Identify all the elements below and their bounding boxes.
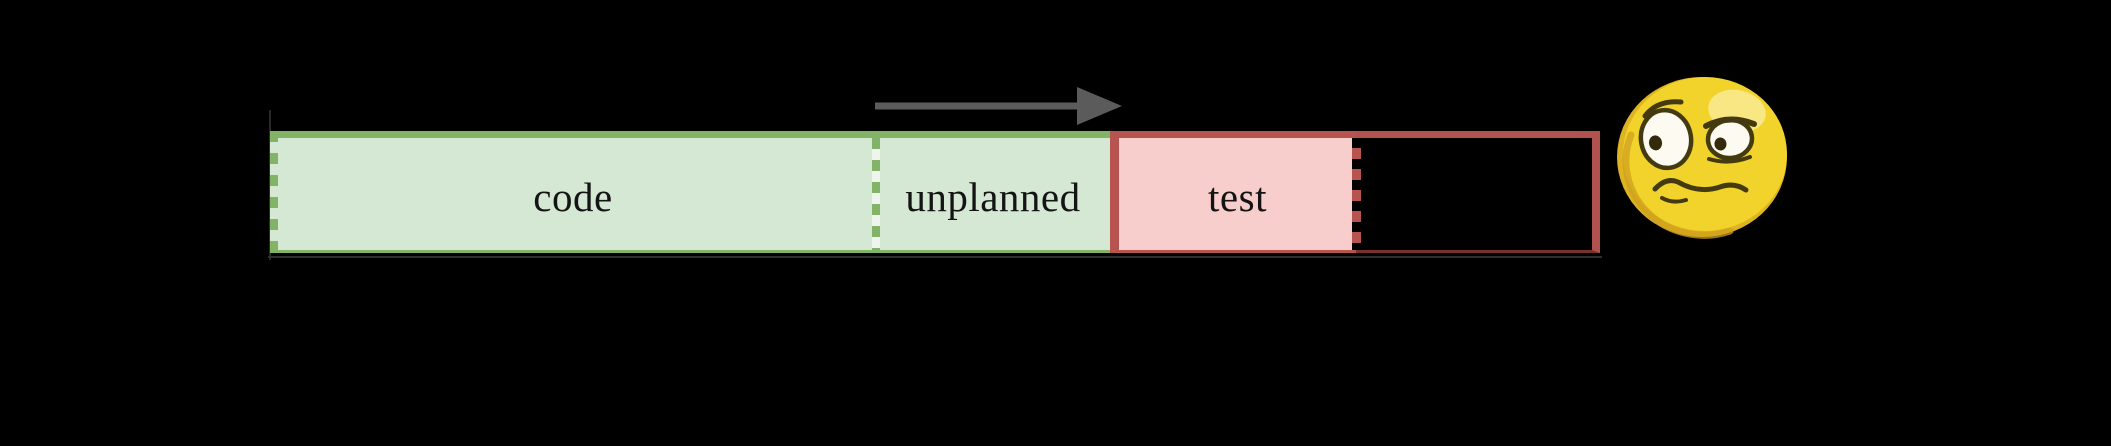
segment-code-dashed-left-edge: [270, 131, 278, 253]
segment-unplanned: unplanned: [876, 131, 1110, 253]
segment-unplanned-label: unplanned: [905, 173, 1081, 220]
segment-code-label: code: [533, 173, 613, 220]
right-eyebrow: [1703, 116, 1757, 129]
test-overrun-dashed-divider: [1352, 138, 1361, 250]
left-eye: [1638, 107, 1694, 171]
segment-test: test: [1110, 131, 1356, 253]
segment-code: code: [270, 131, 876, 253]
code-unplanned-divider: [872, 138, 880, 250]
left-eyebrow: [1642, 99, 1684, 119]
segment-overrun: [1356, 131, 1600, 253]
timeline-baseline: [268, 256, 1602, 258]
slip-arrow-icon: [875, 87, 1122, 125]
mouth: [1652, 178, 1749, 193]
segment-test-label: test: [1208, 173, 1267, 220]
worried-face-emoji: [1617, 77, 1787, 239]
